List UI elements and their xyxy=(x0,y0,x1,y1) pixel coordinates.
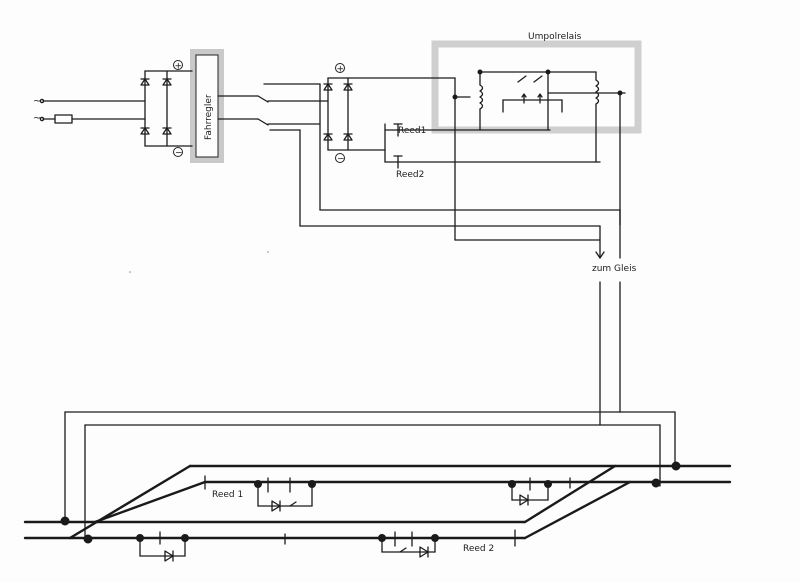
fuse xyxy=(54,114,73,124)
umpolrelais: Umpolrelais xyxy=(452,32,626,241)
reed1-relay-label: Reed1 xyxy=(398,126,426,136)
track-connections xyxy=(60,461,681,547)
paper-speck xyxy=(267,251,269,253)
minus-terminal-label: − xyxy=(175,149,183,159)
direction-switch xyxy=(217,83,329,227)
umpolrelais-highlight xyxy=(431,40,642,134)
reed2-relay-label: Reed2 xyxy=(396,170,424,180)
zum-gleis-label: zum Gleis xyxy=(592,264,637,274)
minus-right-label: − xyxy=(337,155,345,165)
diode-section-lower: Reed 2 xyxy=(136,531,494,562)
reed-contacts: Reed1 Reed2 xyxy=(384,123,601,180)
bridge-rectifier-2: + − xyxy=(323,63,456,165)
tilde-a-label: ~ xyxy=(33,96,41,107)
paper-speck xyxy=(129,271,131,273)
bridge-rectifier-1: + − xyxy=(140,60,193,159)
feed-lines: zum Gleis xyxy=(299,209,637,426)
track-layout xyxy=(23,464,732,540)
reed1-track-label: Reed 1 xyxy=(212,490,243,500)
reed2-track-label: Reed 2 xyxy=(463,544,494,554)
track-feeders xyxy=(64,411,676,541)
fahrregler-label: Fahrregler xyxy=(204,94,214,140)
tilde-b-label: ~ xyxy=(33,113,41,124)
diode-section-upper: Reed 1 xyxy=(212,477,552,512)
fahrregler-box: Fahrregler xyxy=(195,54,219,158)
plus-right-label: + xyxy=(337,65,345,75)
umpolrelais-label: Umpolrelais xyxy=(528,32,582,42)
plus-terminal-label: + xyxy=(175,62,183,72)
fahrregler-highlight xyxy=(190,49,224,163)
ac-input: ~ ~ xyxy=(33,96,146,124)
